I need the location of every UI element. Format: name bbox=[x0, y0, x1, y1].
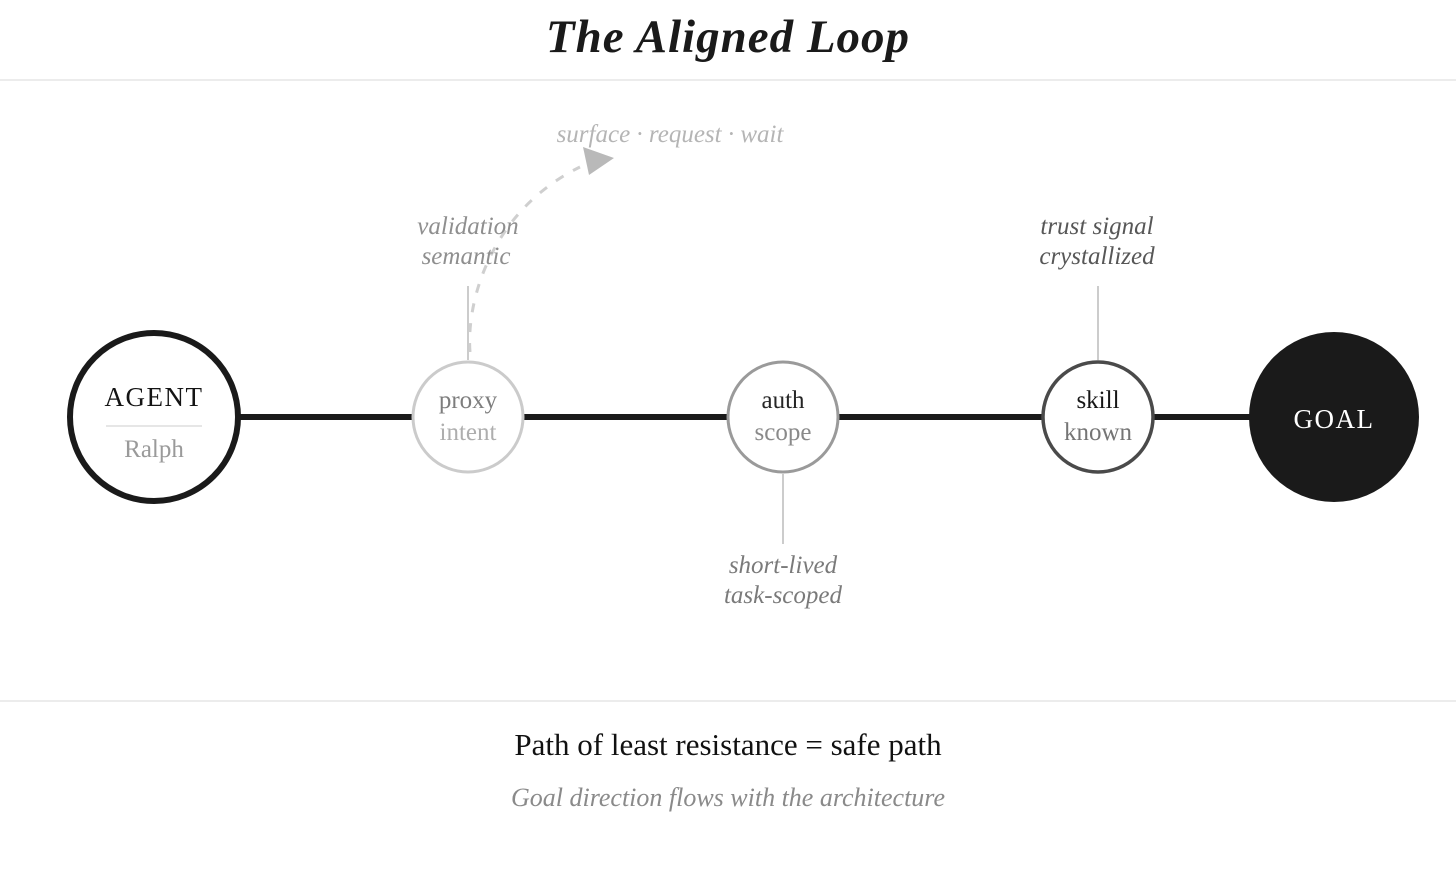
goal-node bbox=[1249, 332, 1419, 502]
auth-scope-node bbox=[726, 360, 840, 474]
caption-heading: Path of least resistance = safe path bbox=[514, 727, 942, 762]
auth-annotation-line1: short-lived bbox=[729, 552, 838, 579]
page-title: The Aligned Loop bbox=[545, 11, 911, 63]
loop-dashed-arc bbox=[468, 165, 581, 353]
loop-arrowhead-icon bbox=[583, 147, 614, 175]
proxy-annotation-line2: semantic bbox=[422, 243, 511, 270]
proxy-annotation-line1: validation bbox=[417, 213, 518, 240]
auth-scope-label-line1: auth bbox=[761, 387, 805, 414]
goal-node-label: GOAL bbox=[1294, 404, 1375, 434]
skill-known-label-line2: known bbox=[1064, 419, 1133, 446]
bottom-divider bbox=[0, 700, 1456, 702]
agent-node-label: AGENT bbox=[105, 382, 204, 412]
proxy-intent-label-line2: intent bbox=[440, 419, 497, 446]
caption-subheading: Goal direction flows with the architectu… bbox=[510, 783, 945, 812]
auth-annotation-line2: task-scoped bbox=[724, 582, 843, 609]
skill-known-node bbox=[1041, 360, 1155, 474]
skill-annotation-line2: crystallized bbox=[1039, 243, 1155, 270]
loop-annotation-label: surface · request · wait bbox=[557, 121, 785, 148]
agent-node-sublabel: Ralph bbox=[124, 436, 184, 463]
proxy-intent-label-line1: proxy bbox=[439, 387, 498, 414]
skill-annotation-line1: trust signal bbox=[1040, 213, 1153, 240]
proxy-intent-node bbox=[411, 360, 525, 474]
auth-scope-label-line2: scope bbox=[755, 419, 812, 446]
top-divider bbox=[0, 79, 1456, 81]
agent-node bbox=[67, 330, 241, 504]
skill-known-label-line1: skill bbox=[1076, 387, 1119, 414]
